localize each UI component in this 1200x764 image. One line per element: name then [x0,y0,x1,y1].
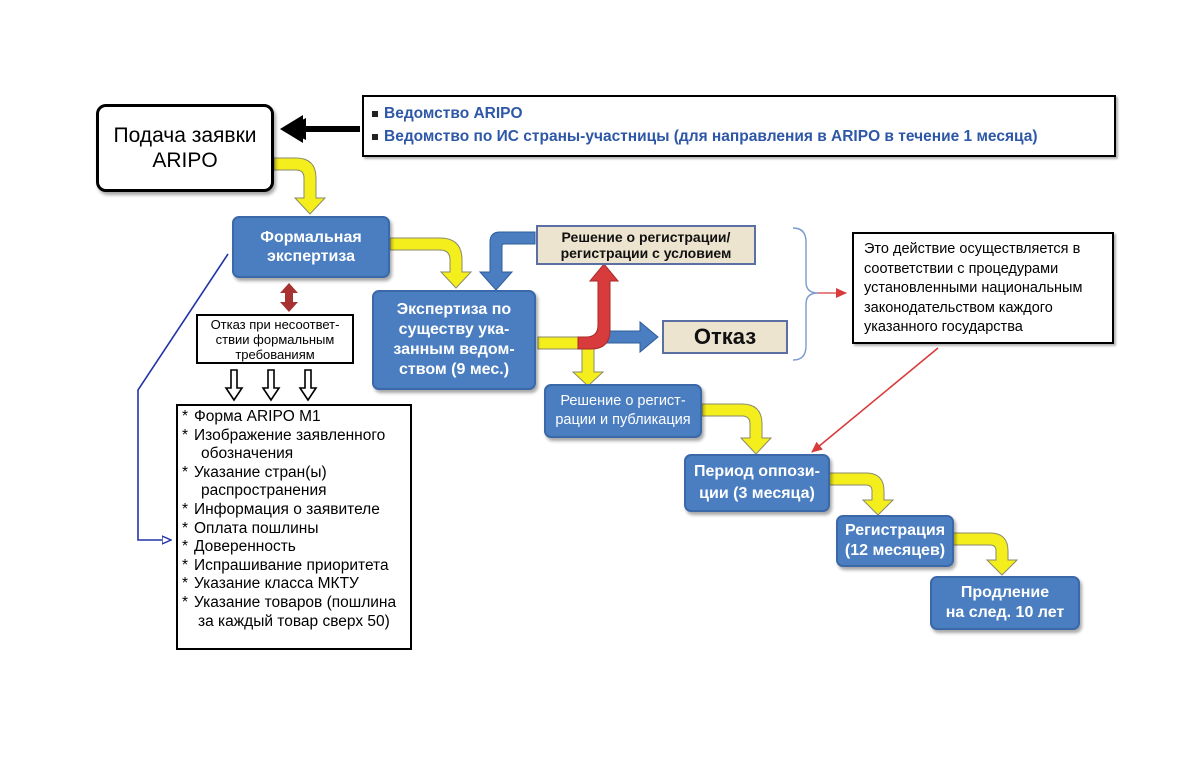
source-item: Ведомство по ИС страны-участницы (для на… [372,125,1114,148]
list-item-text: Информация о заявителе [194,500,380,518]
formal-refusal-line-3: требованиям [235,346,315,362]
note-line-2: соответствии с процедурами [864,260,1059,277]
brace [792,227,819,361]
renewal-box: Продление на след. 10 лет [930,576,1080,630]
list-item-text: Оплата пошлины [194,519,319,537]
list-item-text: Указание класса МКТУ [194,575,359,593]
arrow-to-decision-conditional [577,263,620,350]
filing-box: Подача заявки ARIPO [96,104,274,192]
refusal-box: Отказ [662,320,788,354]
list-item-text: распространения [201,482,327,500]
list-item: * Указание товаров (пошлина за каждый то… [182,593,397,630]
decision-publication-box: Решение о регист- рации и публикация [544,384,702,438]
arrow-opposition-to-registration [827,472,895,516]
substantive-exam-line-4: ством (9 мес.) [398,361,510,378]
list-item-text: Доверенность [194,538,296,556]
list-item-text: обозначения [201,445,294,463]
note-line-5: указанного государства [864,319,1023,335]
formal-exam-line-1: Формальная [260,229,362,246]
list-item-text: Форма ARIPO M1 [194,408,321,425]
arrow-formal-exam-refusal [280,283,298,312]
registration-box: Регистрация (12 месяцев) [836,515,954,567]
link-note-to-opposition [811,347,939,453]
down-arrow-2 [261,369,281,402]
decision-conditional-box: Решение о регистрации/ регистрации с усл… [536,225,756,265]
substantive-exam-box: Экспертиза по существу ука- занным ведом… [372,290,536,390]
arrow-registration-to-renewal [951,532,1019,576]
down-arrow-1 [224,369,244,402]
list-item-text: Изображение заявленного [194,426,386,444]
arrow-formal-to-substantive [389,237,473,289]
substantive-exam-line-3: занным ведом- [393,341,515,358]
list-item: * Информация о заявителе [182,500,380,518]
decision-publication-line-2: рации и публикация [555,412,691,428]
formal-refusal-line-2: ствии формальным [215,331,335,347]
note-line-1: Это действие осуществляется в [864,241,1081,257]
formal-refusal-line-1: Отказ при несоответ- [210,316,340,332]
note-line-4: законодательством каждого [864,299,1053,316]
registration-line-2: (12 месяцев) [844,542,946,559]
bullet-icon [372,110,378,117]
opposition-line-2: ции (3 месяца) [699,485,815,502]
blue-arrows [478,231,659,354]
bullet-icon [372,133,378,140]
opposition-line-1: Период оппози- [694,463,820,480]
decision-conditional-line-2: регистрации с условием [560,245,732,261]
decision-conditional-line-1: Решение о регистрации/ [561,229,731,245]
hollow-down-arrows [224,369,318,402]
arrow-decision-conditional-back [478,231,536,291]
list-item: * Указание стран(ы) распространения [182,463,327,500]
list-item: * Изображение заявленного обозначения [182,426,386,463]
arrow-to-refusal [603,320,659,354]
link-formal-exam-to-requirements [137,253,229,540]
list-item-text: Указание стран(ы) [194,463,327,481]
filing-line-2: ARIPO [152,149,218,172]
renewal-line-2: на след. 10 лет [945,604,1065,621]
source-item-label: Ведомство ARIPO [384,105,523,122]
registration-line-1: Регистрация [844,522,946,539]
decision-publication-line-1: Решение о регист- [560,393,686,409]
list-item: * Доверенность [182,538,296,556]
requirements-list: * Форма ARIPO M1 * Изображение заявленно… [176,404,412,650]
source-arrow [280,115,360,143]
opposition-box: Период оппози- ции (3 месяца) [684,454,830,512]
list-item: * Испрашивание приоритета [182,556,389,574]
refusal-label: Отказ [693,324,757,349]
arrow-publication-to-opposition [701,403,773,455]
substantive-exam-line-2: существу ука- [398,321,510,338]
list-item-text: Указание товаров (пошлина [194,593,397,611]
filing-line-1: Подача заявки [113,124,257,147]
list-item-text: Испрашивание приоритета [194,556,389,574]
filing-sources-box: Ведомство ARIPO Ведомство по ИС страны-у… [362,95,1116,157]
substantive-exam-line-1: Экспертиза по [396,301,512,318]
national-procedure-note: Это действие осуществляется в соответств… [852,232,1114,344]
formal-refusal-box: Отказ при несоответ- ствии формальным тр… [196,314,354,364]
list-item: * Форма ARIPO M1 [182,408,321,425]
formal-exam-line-2: экспертиза [267,248,355,265]
down-arrow-3 [298,369,318,402]
formal-exam-box: Формальная экспертиза [232,216,390,278]
list-item: * Указание класса МКТУ [182,575,359,593]
list-item-text: за каждый товар сверх 50) [198,612,390,630]
renewal-line-1: Продление [960,584,1050,601]
source-item: Ведомство ARIPO [372,102,1114,125]
note-line-3: установленными национальным [864,280,1083,296]
source-item-label: Ведомство по ИС страны-участницы (для на… [384,128,1038,145]
arrow-filing-to-formal-exam [273,157,327,215]
list-item: * Оплата пошлины [182,519,319,537]
